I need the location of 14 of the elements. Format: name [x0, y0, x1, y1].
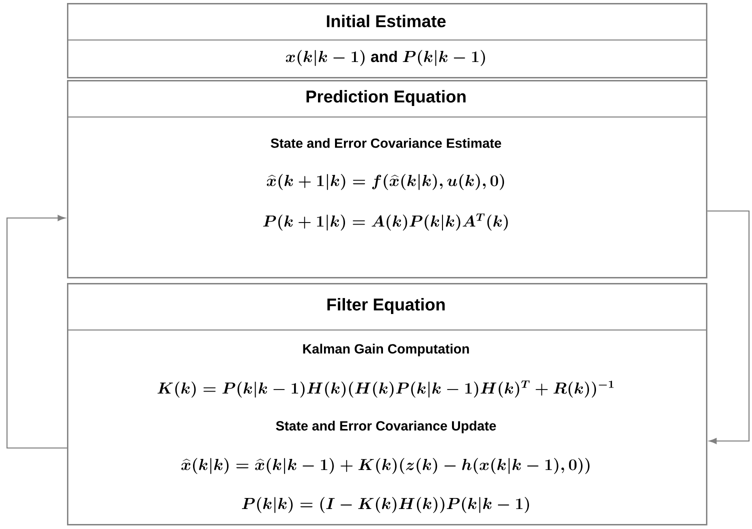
heading-text: Initial Estimate — [326, 14, 446, 28]
feedback-arrow — [6, 215, 67, 449]
heading-text: Prediction Equation — [306, 90, 466, 106]
subheading-text: State and Error Covariance Update — [276, 420, 496, 434]
formula: $K(k) = P(k|k-1)H(k)(H(k)P(k|k-1)H(k)^{T} + R(k))^{-1}$ — [158, 380, 614, 398]
formula: $P(k|k) = (I - K(k)H(k))P(k|k-1)$ — [242, 497, 529, 514]
formula: $\widehat{x}(k+1|k) = f(\widehat{x}(k|k), u(k), 0)$ — [266, 174, 504, 190]
subheading-text: State and Error Covariance Estimate — [270, 138, 502, 148]
subheading-text: Kalman Gain Computation — [303, 344, 469, 356]
formula: $x(k|k-1)\ \textbf{and}\ P(k|k-1)$ — [286, 50, 485, 66]
feedback-arrow — [707, 210, 750, 444]
formula: $\widehat{x}(k|k) = \widehat{x}(k|k-1) + K(k)(z(k) - h(x(k|k-1), 0))$ — [181, 458, 590, 474]
heading-text: Filter Equation — [327, 298, 445, 314]
formula: $P(k+1|k) = A(k)P(k|k)A^{T}(k)$ — [263, 214, 508, 231]
